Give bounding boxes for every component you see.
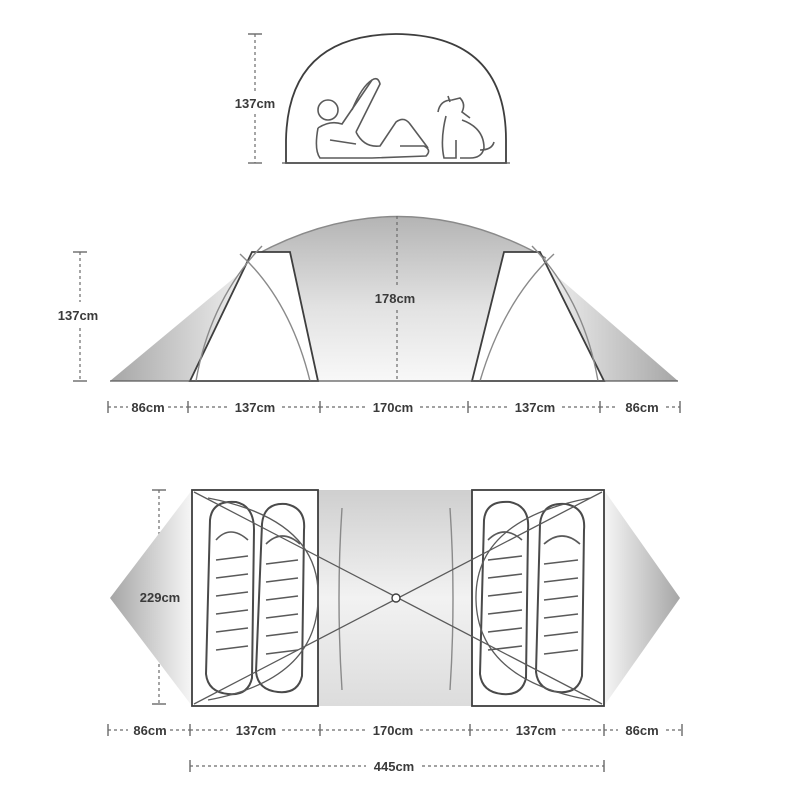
front-width-dimensions: 86cm 137cm 170cm 137cm 86cm xyxy=(107,400,681,415)
front-left-pole-a xyxy=(195,245,263,382)
front-height-label: 137cm xyxy=(58,308,98,323)
front-center-height-label: 178cm xyxy=(375,291,415,306)
floor-pole-hub xyxy=(391,593,401,603)
floor-width-label-2: 170cm xyxy=(373,723,413,738)
side-dome-outline xyxy=(285,33,507,164)
front-width-label-3: 137cm xyxy=(515,400,555,415)
front-width-label-1: 137cm xyxy=(235,400,275,415)
side-height-label: 137cm xyxy=(235,96,275,111)
floor-right-vestibule xyxy=(604,490,680,706)
floor-left-vestibule xyxy=(110,490,192,706)
front-width-label-0: 86cm xyxy=(131,400,164,415)
floor-total-label: 445cm xyxy=(374,759,414,774)
floor-width-dimensions: 86cm 137cm 170cm 137cm 86cm xyxy=(107,723,683,738)
floor-plan: 229cm xyxy=(107,489,683,774)
floor-width-label-3: 137cm xyxy=(516,723,556,738)
sleeping-bag-icon xyxy=(254,502,306,694)
person-lying-icon xyxy=(315,77,430,159)
floor-depth-label: 229cm xyxy=(140,590,180,605)
front-width-label-4: 86cm xyxy=(625,400,658,415)
sleeping-bag-icon xyxy=(534,502,586,694)
floor-width-label-0: 86cm xyxy=(133,723,166,738)
floor-left-arc xyxy=(207,497,319,701)
side-view: 137cm xyxy=(235,33,510,164)
dog-sitting-icon xyxy=(437,95,495,159)
floor-center-seam-left xyxy=(338,507,343,691)
floor-right-arc xyxy=(475,497,591,701)
floor-total-dimension: 445cm xyxy=(189,759,605,774)
front-left-pole-b xyxy=(239,253,311,382)
front-right-pole-a xyxy=(531,245,599,382)
floor-width-label-1: 137cm xyxy=(236,723,276,738)
front-right-pole-b xyxy=(479,253,555,382)
front-view: 137cm 178cm xyxy=(58,215,681,415)
front-center-arch-line xyxy=(249,215,547,259)
floor-center-seam-right xyxy=(449,507,454,691)
front-width-label-2: 170cm xyxy=(373,400,413,415)
floor-width-label-4: 86cm xyxy=(625,723,658,738)
front-center-arch-fill xyxy=(250,216,546,381)
sleeping-bag-icon xyxy=(204,500,256,696)
sleeping-bag-icon xyxy=(478,500,530,696)
